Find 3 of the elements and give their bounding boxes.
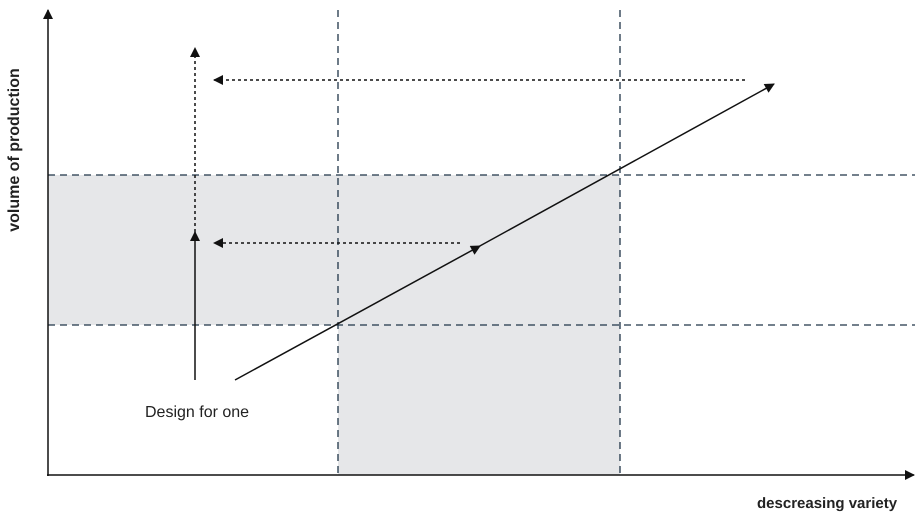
axis-label: volume of production	[6, 68, 24, 232]
axis-label: descreasing variety	[757, 495, 898, 512]
annotation-text: Design for one	[145, 404, 250, 422]
